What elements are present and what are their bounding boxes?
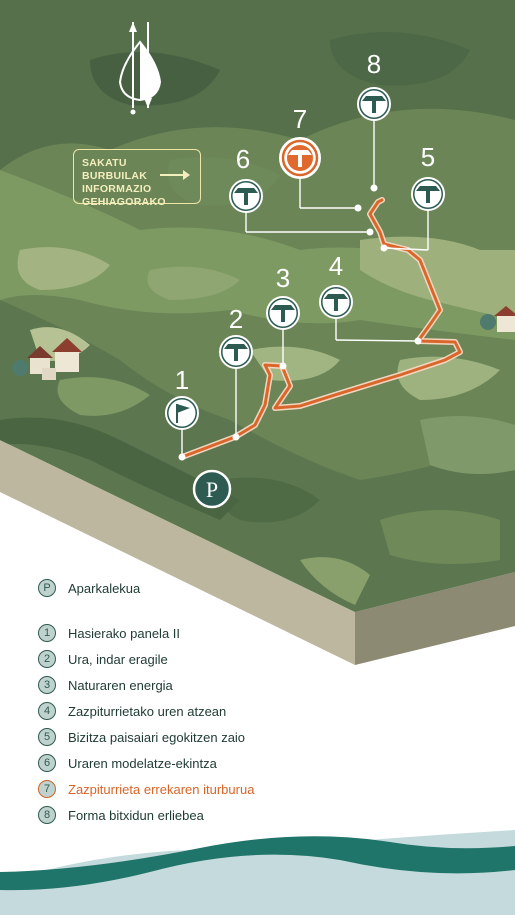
signpost-panel-icon: [288, 150, 312, 167]
village-right: [480, 306, 515, 332]
marker-7[interactable]: [279, 137, 321, 179]
leader-lines: [181, 120, 429, 457]
legend-item-8[interactable]: 8 Forma bitxidun erliebea: [38, 804, 204, 826]
legend-label: Zazpiturrieta errekaren iturburua: [68, 781, 255, 797]
marker-number-6: 6: [236, 144, 250, 174]
legend-label: Aparkalekua: [68, 580, 141, 596]
terrain: [0, 0, 515, 612]
signpost-panel-icon: [416, 186, 440, 203]
marker-4[interactable]: [319, 285, 353, 319]
signpost-panel-icon: [271, 305, 295, 322]
legend-item-2[interactable]: 2 Ura, indar eragile: [38, 648, 168, 670]
marker-5[interactable]: [411, 177, 445, 211]
legend-label: Uraren modelatze-ekintza: [68, 755, 217, 771]
legend-label: Zazpiturrietako uren atzean: [68, 703, 227, 719]
parking-marker[interactable]: P: [192, 469, 232, 509]
marker-8[interactable]: [357, 87, 391, 121]
legend-badge: 5: [38, 728, 56, 746]
marker-number-3: 3: [276, 263, 290, 293]
signpost-panel-icon: [362, 96, 386, 113]
legend-label: Hasierako panela II: [68, 625, 181, 641]
route-stops: [178, 184, 422, 461]
info-line-3: GEHIAGORAKO: [82, 196, 166, 208]
marker-1[interactable]: [165, 396, 199, 430]
legend-label: Bizitza paisaiari egokitzen zaio: [68, 729, 246, 745]
legend-badge: 3: [38, 676, 56, 694]
info-callout: SAKATU BURBUILAK INFORMAZIO GEHIAGORAKO: [73, 149, 201, 208]
legend-label: Naturaren energia: [68, 677, 173, 693]
legend-label: Ura, indar eragile: [68, 651, 168, 667]
legend-badge: 1: [38, 624, 56, 642]
marker-number-5: 5: [421, 142, 435, 172]
info-line-1: SAKATU BURBUILAK: [82, 157, 148, 182]
legend-item-3[interactable]: 3 Naturaren energia: [38, 674, 173, 696]
legend-badge: 7: [38, 780, 56, 798]
legend-badge: 6: [38, 754, 56, 772]
signpost-panel-icon: [324, 294, 348, 311]
marker-number-1: 1: [175, 365, 189, 395]
marker-2[interactable]: [219, 335, 253, 369]
legend-badge: 4: [38, 702, 56, 720]
legend-label: Forma bitxidun erliebea: [68, 807, 204, 823]
marker-3[interactable]: [266, 296, 300, 330]
marker-number-8: 8: [367, 49, 381, 79]
legend-badge: P: [38, 579, 56, 597]
legend-badge: 8: [38, 806, 56, 824]
marker-6[interactable]: [229, 179, 263, 213]
legend-badge: 2: [38, 650, 56, 668]
legend-item-parking: P Aparkalekua: [38, 577, 140, 599]
marker-number-7: 7: [293, 104, 307, 134]
legend-item-1[interactable]: 1 Hasierako panela II: [38, 622, 180, 644]
marker-number-4: 4: [329, 251, 343, 281]
marker-numbers: 1 2 3 4 5 6 7 8: [175, 49, 435, 395]
block-side-left: [0, 440, 355, 665]
parking-icon: P: [206, 477, 218, 502]
wave-dark: [0, 836, 515, 891]
signpost-panel-icon: [224, 344, 248, 361]
trail-route: [180, 198, 462, 459]
flag-icon: [176, 404, 190, 423]
village-left: [12, 338, 82, 380]
arrow-right-icon: [160, 170, 190, 180]
legend-item-4[interactable]: 4 Zazpiturrietako uren atzean: [38, 700, 226, 722]
legend-item-7[interactable]: 7 Zazpiturrieta errekaren iturburua: [38, 778, 254, 800]
legend-item-6[interactable]: 6 Uraren modelatze-ekintza: [38, 752, 217, 774]
signpost-panel-icon: [234, 188, 258, 205]
marker-number-2: 2: [229, 304, 243, 334]
block-side-right: [355, 572, 515, 665]
legend-item-5[interactable]: 5 Bizitza paisaiari egokitzen zaio: [38, 726, 245, 748]
north-arrow-icon: [118, 22, 162, 115]
info-line-2: INFORMAZIO: [82, 183, 152, 195]
